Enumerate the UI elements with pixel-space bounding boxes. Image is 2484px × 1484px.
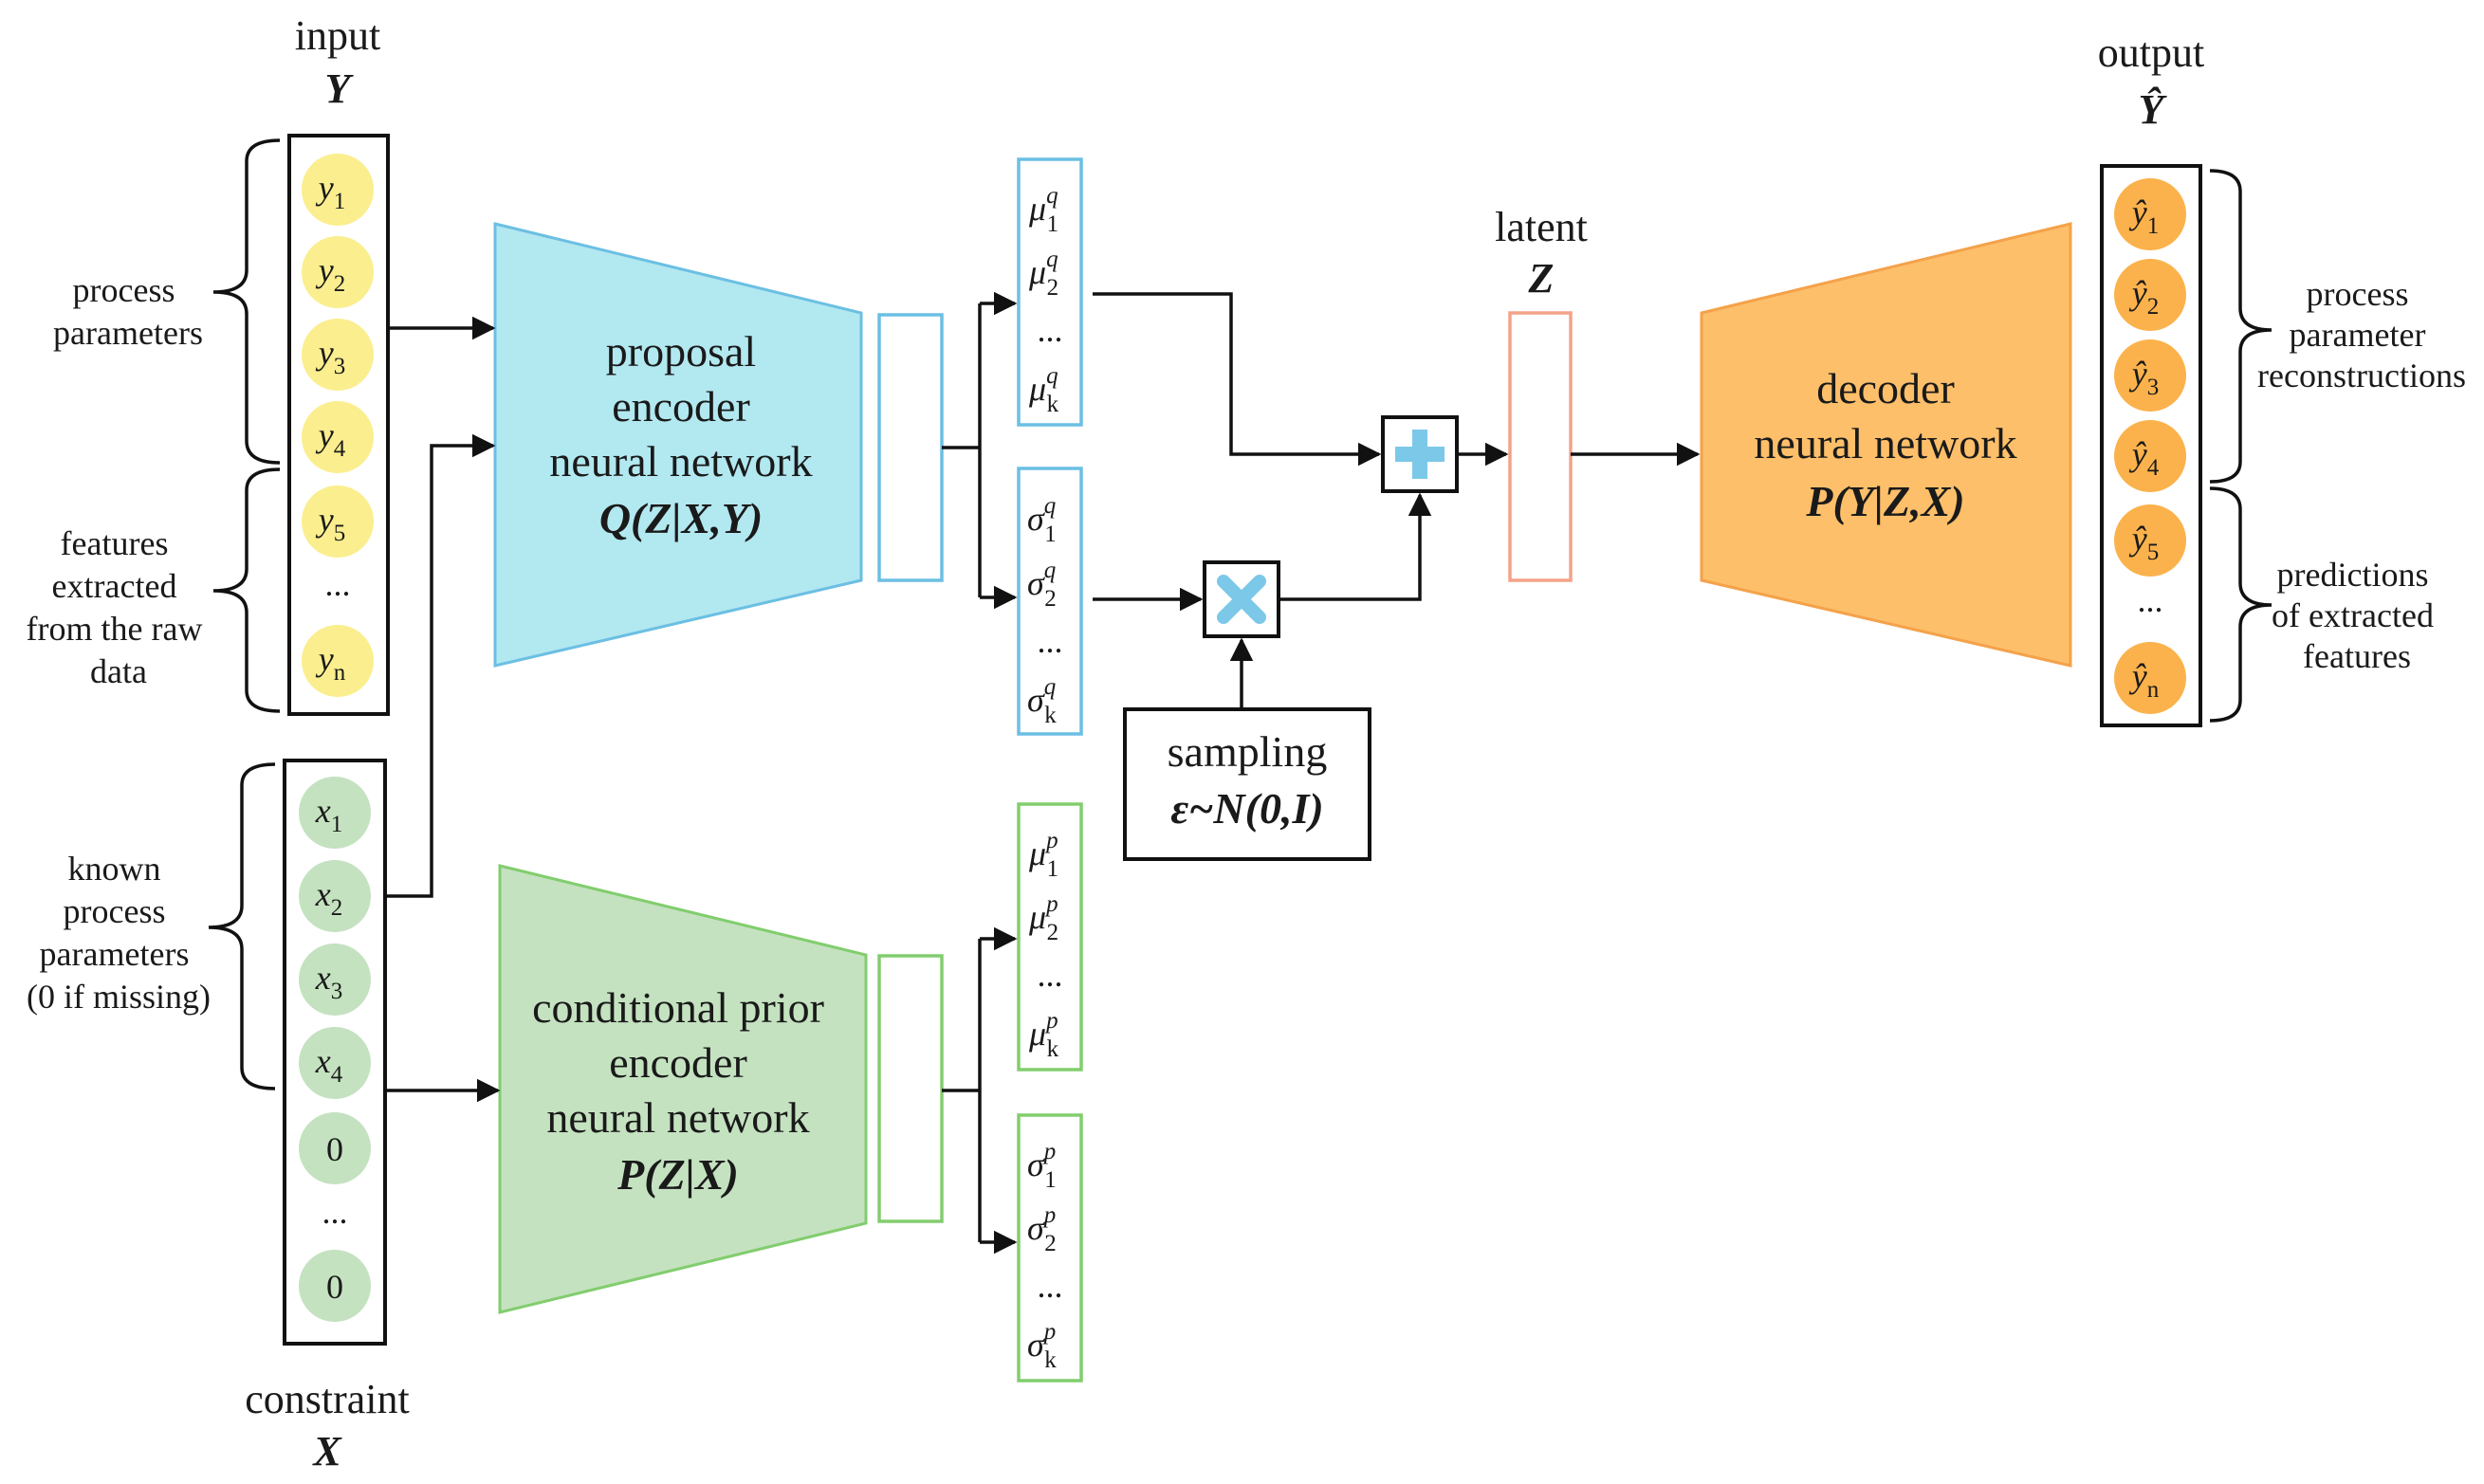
output-node: ŷ1 — [2114, 178, 2186, 250]
sampling-title: sampling — [1168, 727, 1328, 776]
input-node: y4 — [302, 401, 374, 473]
connectors — [385, 291, 1701, 1255]
decoder-block — [1700, 222, 2072, 668]
input-node: yn — [302, 625, 374, 697]
svg-text:0: 0 — [326, 1130, 343, 1168]
proposal-encoder-line-2: encoder — [612, 382, 750, 431]
q-sigma-box — [1017, 467, 1083, 736]
svg-text:...: ... — [1038, 311, 1063, 349]
input-title: input — [295, 12, 380, 59]
proposal-encoder-formula: Q(Z|X,Y) — [599, 494, 763, 542]
latent-symbol: Z — [1528, 255, 1555, 302]
latent-title: latent — [1495, 204, 1588, 250]
q-mu-box — [1017, 157, 1083, 427]
decoder-formula: P(Y|Z,X) — [1805, 477, 1964, 525]
brace-known-label: known process parameters (0 if missing) — [27, 850, 211, 1016]
input-node-ellipsis: ... — [325, 565, 351, 603]
latent-box — [1508, 311, 1573, 582]
prior-encoder-line-1: conditional prior — [532, 983, 824, 1032]
output-node: ŷ5 — [2114, 504, 2186, 577]
output-vector-box — [2100, 164, 2202, 727]
prior-encoder-line-3: neural network — [546, 1093, 809, 1142]
constraint-node: 0 — [299, 1112, 371, 1184]
constraint-symbol: X — [311, 1428, 342, 1475]
brace-extracted-features — [212, 467, 281, 713]
proposal-encoder-output-box — [877, 313, 944, 582]
brace-process-parameters — [212, 138, 281, 465]
svg-text:0: 0 — [326, 1268, 343, 1306]
input-symbol: Y — [325, 65, 355, 112]
brace-reconstructions — [2209, 169, 2272, 484]
brace-reconstructions-label: process parameter reconstructions — [2257, 275, 2466, 394]
prior-encoder-block — [498, 864, 868, 1314]
input-node: y5 — [302, 486, 374, 558]
plus-icon — [1395, 430, 1444, 479]
constraint-node: 0 — [299, 1250, 371, 1322]
input-vector-box — [287, 134, 390, 716]
output-node: ŷ4 — [2114, 420, 2186, 492]
output-node: ŷn — [2114, 642, 2186, 714]
constraint-node: x4 — [299, 1027, 371, 1099]
output-title: output — [2098, 29, 2204, 76]
output-node-ellipsis: ... — [2138, 581, 2163, 619]
constraint-title: constraint — [245, 1376, 410, 1422]
constraint-node: x2 — [299, 860, 371, 932]
input-node: y1 — [302, 154, 374, 226]
input-node: y3 — [302, 319, 374, 391]
decoder-line-1: decoder — [1816, 364, 1955, 412]
output-nodes: ŷ1 ŷ2 ŷ3 ŷ4 ŷ5 ... ŷn — [2114, 178, 2186, 714]
sampling-box — [1123, 707, 1371, 861]
prior-encoder-output-box — [877, 954, 944, 1223]
brace-process-label: process parameters — [53, 271, 203, 352]
arrow-x-to-proposal — [385, 433, 496, 898]
output-node: ŷ2 — [2114, 259, 2186, 331]
output-symbol: Ŷ — [2139, 86, 2168, 133]
constraint-node-ellipsis: ... — [322, 1193, 348, 1231]
constraint-node: x1 — [299, 777, 371, 849]
prior-encoder-formula: P(Z|X) — [616, 1150, 739, 1199]
brace-predictions — [2209, 486, 2272, 723]
prior-encoder-line-2: encoder — [609, 1038, 747, 1087]
brace-features-label: features extracted from the raw data — [27, 524, 212, 690]
constraint-node: x3 — [299, 944, 371, 1016]
decoder-line-2: neural network — [1754, 419, 2016, 467]
brace-known-parameters — [208, 762, 276, 1090]
sampling-formula: ε~N(0,I) — [1170, 784, 1323, 833]
p-mu-box — [1017, 802, 1083, 1072]
arrow-multiply-to-plus — [1279, 492, 1432, 601]
proposal-encoder-block — [493, 222, 863, 668]
output-node: ŷ3 — [2114, 339, 2186, 412]
constraint-vector-box — [283, 759, 387, 1346]
svg-text:...: ... — [1038, 622, 1063, 660]
svg-text:...: ... — [1038, 956, 1063, 994]
proposal-encoder-line-1: proposal — [606, 327, 756, 376]
proposal-encoder-line-3: neural network — [549, 437, 812, 486]
svg-text:...: ... — [1038, 1267, 1063, 1305]
input-nodes: y1 y2 y3 y4 y5 ... yn — [302, 154, 374, 697]
constraint-nodes: x1 x2 x3 x4 0 ... 0 — [299, 777, 371, 1322]
multiply-icon — [1217, 575, 1266, 624]
p-sigma-box — [1017, 1113, 1083, 1383]
arrow-mu-to-plus — [1093, 292, 1382, 467]
brace-predictions-label: predictions of extracted features — [2272, 556, 2442, 675]
input-node: y2 — [302, 236, 374, 308]
